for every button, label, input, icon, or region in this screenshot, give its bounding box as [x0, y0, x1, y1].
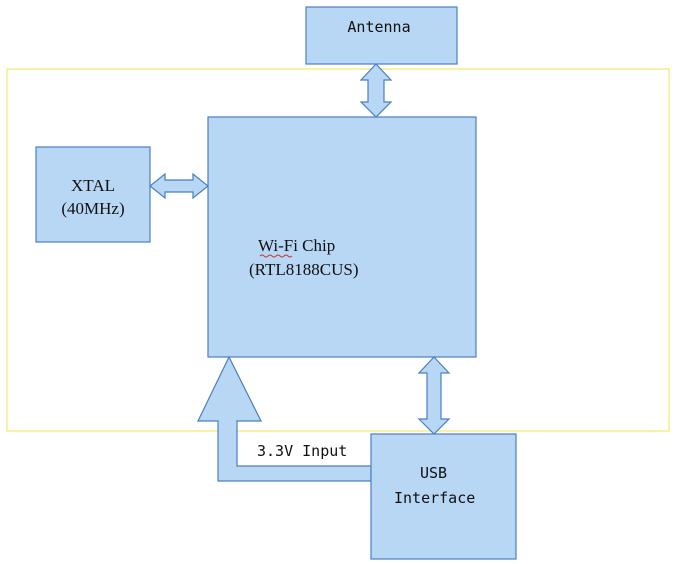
spellcheck-underline	[259, 254, 293, 258]
wifi-chip-label: Wi-Fi Chip	[258, 236, 335, 255]
antenna-label: Antenna	[347, 18, 410, 36]
usb-interface-block	[370, 433, 517, 560]
power-input-label: 3.3V Input	[257, 442, 347, 460]
wifi-chip-model-label: (RTL8188CUS)	[249, 260, 358, 279]
xtal-label: XTAL	[71, 176, 115, 195]
usb-label: USB	[420, 464, 447, 482]
antenna-chip-double-arrow	[359, 63, 393, 118]
wifi-chip-block	[207, 116, 477, 358]
usb-interface-label: Interface	[394, 489, 475, 507]
xtal-frequency-label: (40MHz)	[61, 199, 124, 218]
xtal-chip-double-arrow	[149, 172, 209, 200]
chip-usb-double-arrow	[417, 356, 451, 435]
xtal-block	[35, 146, 151, 243]
antenna-block	[305, 6, 458, 65]
module-boundary-frame	[6, 68, 670, 432]
power-input-arrow	[197, 355, 372, 482]
